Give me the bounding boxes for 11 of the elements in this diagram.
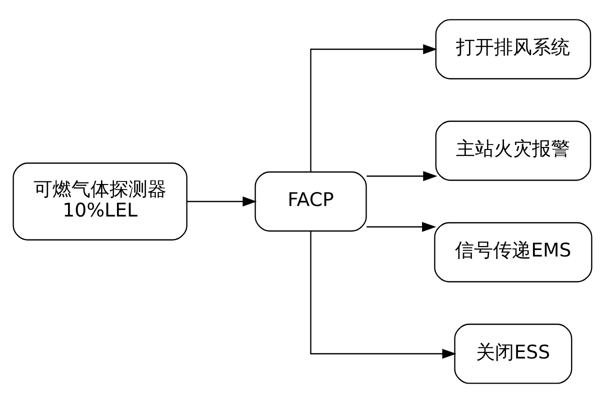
arrow bbox=[186, 196, 257, 206]
node-box: 打开排风系统 bbox=[435, 18, 592, 79]
node-box: 信号传递EMS bbox=[434, 222, 592, 282]
node-box: 关闭ESS bbox=[454, 323, 572, 384]
node-box: 可燃气体探测器 10%LEL bbox=[12, 162, 188, 240]
node-box: 主站火灾报警 bbox=[435, 120, 592, 180]
arrow bbox=[366, 221, 436, 232]
arrow bbox=[366, 170, 438, 181]
arrow bbox=[310, 230, 456, 358]
arrow bbox=[310, 44, 438, 172]
node-box: FACP bbox=[254, 170, 367, 232]
